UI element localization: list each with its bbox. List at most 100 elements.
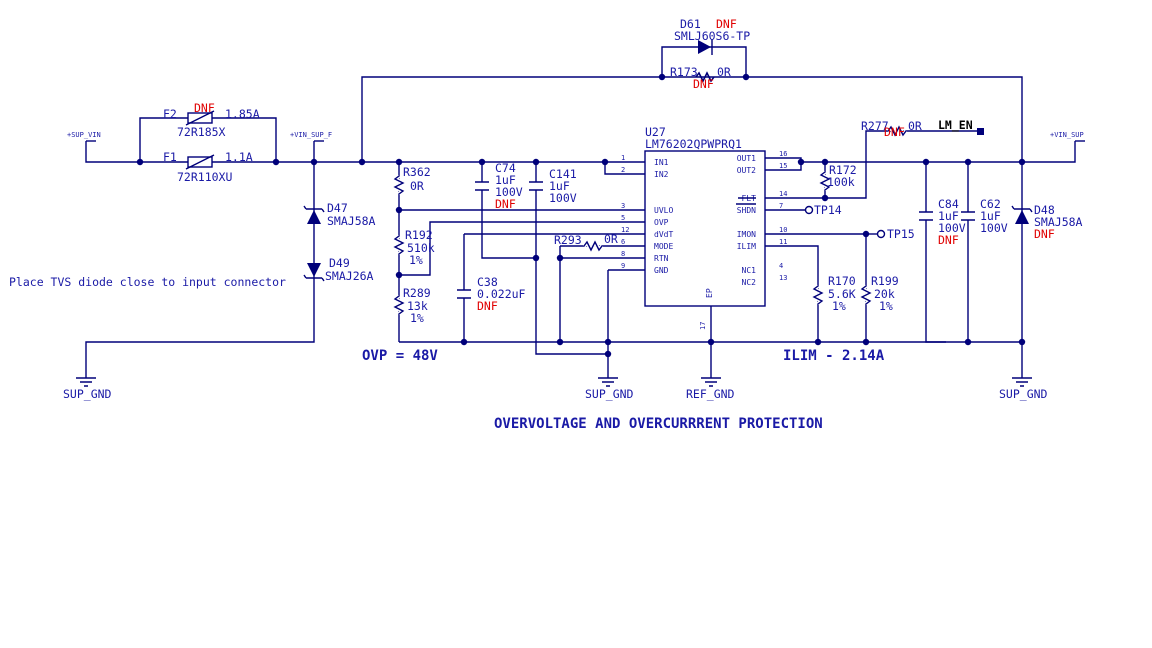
r277-value: 0R <box>908 119 922 133</box>
c62-value: 1uF <box>980 209 1001 223</box>
r293-ref: R293 <box>554 233 582 247</box>
resistor-r277: R277 DNF 0R <box>861 119 922 140</box>
d48-part: SMAJ58A <box>1034 215 1083 229</box>
d49-part: SMAJ26A <box>325 269 374 283</box>
f1-rating: 1.1A <box>225 150 253 164</box>
ovp-label: OVP = 48V <box>362 348 438 364</box>
resistor-r289: R289 13k 1% <box>390 286 431 325</box>
r293-value: 0R <box>604 232 618 246</box>
u27-pin-number: 13 <box>779 274 787 282</box>
r170-tol: 1% <box>832 299 846 313</box>
c74-ref: C74 <box>495 161 516 175</box>
c84-ref: C84 <box>938 197 959 211</box>
ground-icon-right: SUP_GND <box>999 377 1048 401</box>
ground-icon-mid: SUP_GND <box>585 377 634 401</box>
annotations: Place TVS diode close to input connector… <box>9 275 885 432</box>
wires <box>85 46 1085 378</box>
ground-icon-left: SUP_GND <box>63 377 112 401</box>
u27-pin-number: 4 <box>779 262 783 270</box>
testpoint-tp14: TP14 <box>804 203 842 217</box>
net-labels: +SUP_VIN +VIN_SUP_F +VIN_SUP <box>67 131 1084 139</box>
u27-pin-name: ILIM <box>737 242 756 251</box>
u27-pin-number: 14 <box>779 190 787 198</box>
u27-pin-name: IN1 <box>654 158 669 167</box>
ground-symbols: SUP_GND SUP_GND REF_GND SUP_GND <box>63 377 1048 401</box>
u27-pin-number: 12 <box>621 226 629 234</box>
f2-dnf: DNF <box>194 101 215 115</box>
net-vin-sup: +VIN_SUP <box>1050 131 1084 139</box>
resistor-r173: R173 0R DNF <box>670 65 731 91</box>
d61-ref: D61 <box>680 17 701 31</box>
r170-ref: R170 <box>828 274 856 288</box>
r199-value: 20k <box>874 287 895 301</box>
u27-pin-number: 15 <box>779 162 787 170</box>
capacitor-c62: C62 1uF 100V <box>960 197 1008 235</box>
d61-part: SMLJ60S6-TP <box>674 29 750 43</box>
u27-pin-number: 8 <box>621 250 625 258</box>
u27-pin-name: SHDN <box>737 206 756 215</box>
net-vin-sup-f: +VIN_SUP_F <box>290 131 332 139</box>
capacitor-c74: C74 1uF 100V DNF <box>474 161 523 211</box>
r289-value: 13k <box>407 299 428 313</box>
u27-pin-name: OVP <box>654 218 669 227</box>
ilim-label: ILIM - 2.14A <box>783 348 885 364</box>
net-sup-vin: +SUP_VIN <box>67 131 101 139</box>
fuse-f1: F1 1.1A 72R110XU <box>163 150 253 184</box>
c84-value: 1uF <box>938 209 959 223</box>
c141-ref: C141 <box>549 167 577 181</box>
r173-ref: R173 <box>670 65 698 79</box>
r192-value: 510k <box>407 241 435 255</box>
ground-icon-ref: REF_GND <box>686 377 735 401</box>
u27-pin-name: GND <box>654 266 669 275</box>
tvs-note: Place TVS diode close to input connector <box>9 275 286 289</box>
c141-value: 1uF <box>549 179 570 193</box>
f2-rating: 1.85A <box>225 107 260 121</box>
f2-part: 72R185X <box>177 125 226 139</box>
testpoint-tp15: TP15 <box>876 227 915 241</box>
r277-ref: R277 <box>861 119 889 133</box>
r172-ref: R172 <box>829 163 857 177</box>
u27-pin-number: 11 <box>779 238 787 246</box>
resistor-r192: R192 510k 1% <box>390 228 435 267</box>
r170-value: 5.6K <box>828 287 856 301</box>
u27-pin-number: 9 <box>621 262 625 270</box>
u27-pin-number: 5 <box>621 214 625 222</box>
schematic-title: OVERVOLTAGE AND OVERCURRRENT PROTECTION <box>494 416 823 432</box>
c74-dnf: DNF <box>495 197 516 211</box>
u27-pin-name: OUT2 <box>737 166 756 175</box>
u27-pin-name: NC1 <box>742 266 757 275</box>
d47-ref: D47 <box>327 201 348 215</box>
u27-pin-name: dVdT <box>654 230 673 239</box>
c74-value: 1uF <box>495 173 516 187</box>
r362-ref: R362 <box>403 165 431 179</box>
tvs-d48: D48 SMAJ58A DNF <box>1011 203 1083 241</box>
r173-dnf: DNF <box>693 77 714 91</box>
u27-pin-name: IN2 <box>654 170 669 179</box>
c141-volt: 100V <box>549 191 577 205</box>
d48-dnf: DNF <box>1034 227 1055 241</box>
f1-ref: F1 <box>163 150 177 164</box>
u27-ep-name: EP <box>705 288 714 298</box>
resistor-r199: R199 20k 1% <box>857 274 899 313</box>
tvs-d47: D47 SMAJ58A <box>303 201 376 228</box>
u27-pin-number: 6 <box>621 238 625 246</box>
u27-pin-number: 2 <box>621 166 625 174</box>
gnd-ref-label: REF_GND <box>686 387 735 401</box>
resistor-r362: R362 0R <box>390 165 431 196</box>
c74-volt: 100V <box>495 185 523 199</box>
d47-part: SMAJ58A <box>327 214 376 228</box>
u27-pin-name: MODE <box>654 242 673 251</box>
u27-pin-name: NC2 <box>742 278 757 287</box>
junction-dots <box>136 73 1026 358</box>
tp14-ref: TP14 <box>814 203 842 217</box>
u27-pin-number: 3 <box>621 202 625 210</box>
resistor-r172: R172 100k <box>816 163 857 192</box>
lm-en-label: LM_EN <box>938 118 973 133</box>
d61-dnf: DNF <box>716 17 737 31</box>
fuse-f2: F2 DNF 1.85A 72R185X <box>163 101 260 139</box>
u27-pin-name: IMON <box>737 230 756 239</box>
u27-part: LM76202QPWPRQ1 <box>645 137 742 151</box>
